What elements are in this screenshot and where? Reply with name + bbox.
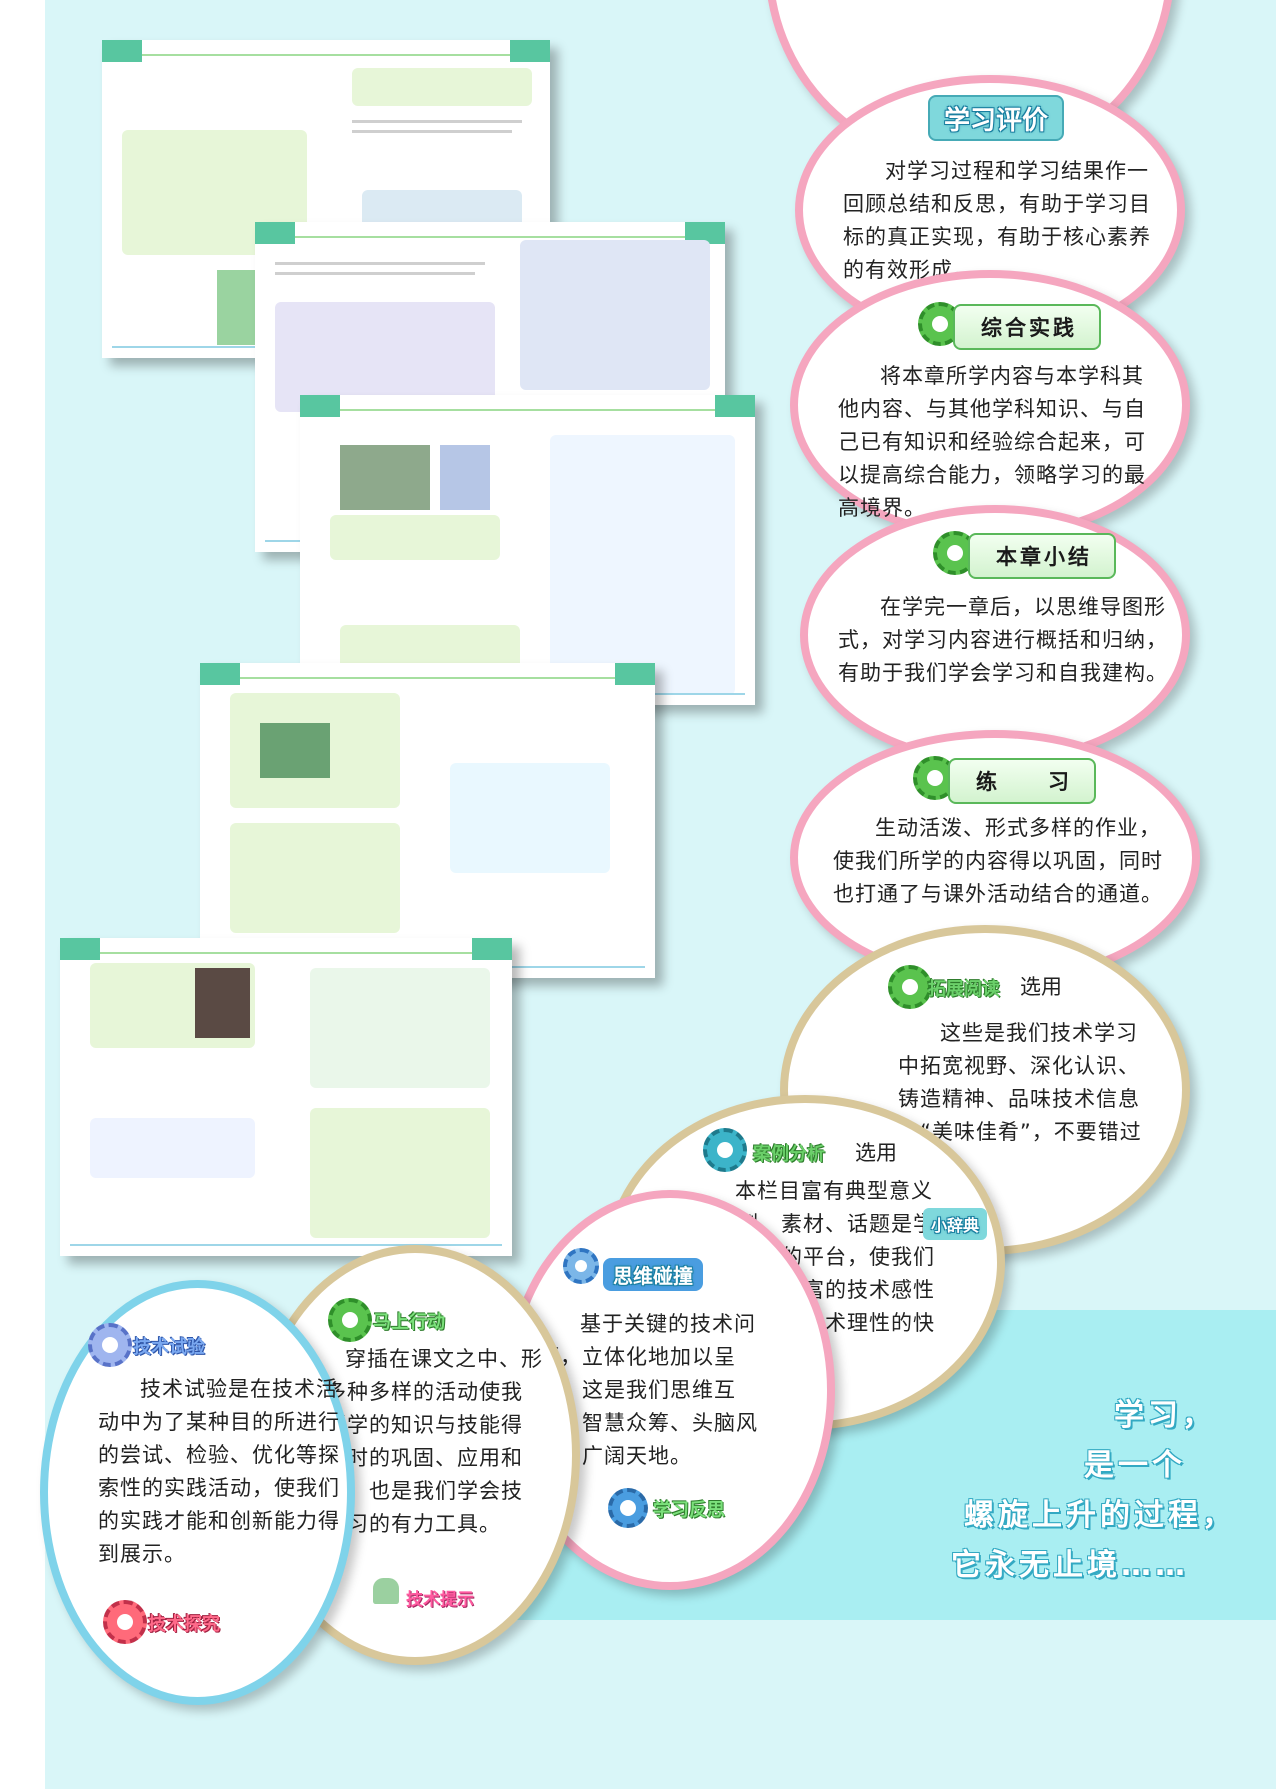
thinking-title: 思维碰撞 bbox=[603, 1258, 703, 1291]
bulb-gear-icon bbox=[88, 1323, 132, 1367]
page-thumbnail-4 bbox=[200, 663, 655, 978]
left-margin-strip bbox=[0, 0, 45, 1789]
case-title: 案例分析 bbox=[753, 1144, 825, 1165]
slogan-line-3: 螺旋上升的过程， bbox=[964, 1498, 1236, 1533]
explore-label: 技术探究 bbox=[148, 1614, 220, 1635]
action-gear-icon bbox=[328, 1298, 372, 1342]
reading-title: 拓展阅读 bbox=[928, 979, 1000, 1000]
evaluation-title: 学习评价 bbox=[944, 105, 1049, 136]
evaluation-badge: 学习评价 bbox=[928, 95, 1065, 141]
question-gear-icon bbox=[608, 1488, 648, 1528]
explore-gear-icon bbox=[103, 1600, 147, 1644]
practice-badge: 综合实践 bbox=[953, 304, 1101, 350]
action-title: 马上行动 bbox=[373, 1312, 445, 1333]
book-gear-icon bbox=[888, 965, 932, 1009]
page-thumbnail-5 bbox=[60, 938, 512, 1256]
evaluation-text: 对学习过程和学习结果作一回顾总结和反思，有助于学习目标的真正实现，有助于核心素养… bbox=[843, 159, 1151, 282]
slogan-line-2: 是一个 bbox=[1084, 1448, 1186, 1483]
lightning-icon bbox=[563, 1248, 599, 1284]
summary-text: 在学完一章后，以思维导图形式，对学习内容进行概括和归纳，有助于我们学会学习和自我… bbox=[838, 595, 1168, 685]
exercise-text: 生动活泼、形式多样的作业，使我们所学的内容得以巩固，同时也打通了与课外活动结合的… bbox=[833, 816, 1163, 906]
reading-option: 选用 bbox=[1020, 975, 1062, 999]
reflection-label: 学习反思 bbox=[653, 1500, 725, 1521]
exercise-title: 练 习 bbox=[976, 770, 1072, 794]
practice-text: 将本章所学内容与本学科其他内容、与其他学科知识、与自己已有知识和经验综合起来，可… bbox=[838, 364, 1146, 520]
tip-label: 技术提示 bbox=[406, 1590, 474, 1610]
slogan-line-1: 学习， bbox=[1114, 1398, 1216, 1433]
dictionary-label: 小辞典 bbox=[923, 1208, 988, 1240]
practice-title: 综合实践 bbox=[981, 316, 1077, 340]
exercise-badge: 练 习 bbox=[948, 758, 1096, 804]
case-option: 选用 bbox=[855, 1141, 897, 1165]
experiment-circle: 技术试验 技术试验是在技术活动中为了某种目的所进行的尝试、检验、优化等探索性的实… bbox=[40, 1280, 355, 1705]
practice-circle: 综合实践 将本章所学内容与本学科其他内容、与其他学科知识、与自己已有知识和经验综… bbox=[790, 270, 1190, 540]
page-thumbnail-3 bbox=[300, 395, 755, 705]
case-gear-icon bbox=[703, 1128, 747, 1172]
tip-icon bbox=[373, 1578, 399, 1604]
experiment-title: 技术试验 bbox=[133, 1337, 205, 1358]
summary-title: 本章小结 bbox=[996, 545, 1092, 569]
slogan-line-4: 它永无止境…… bbox=[951, 1548, 1189, 1583]
experiment-text: 技术试验是在技术活动中为了某种目的所进行的尝试、检验、优化等探索性的实践活动，使… bbox=[98, 1377, 340, 1566]
summary-badge: 本章小结 bbox=[968, 533, 1116, 579]
summary-circle: 本章小结 在学完一章后，以思维导图形式，对学习内容进行概括和归纳，有助于我们学会… bbox=[800, 505, 1190, 765]
